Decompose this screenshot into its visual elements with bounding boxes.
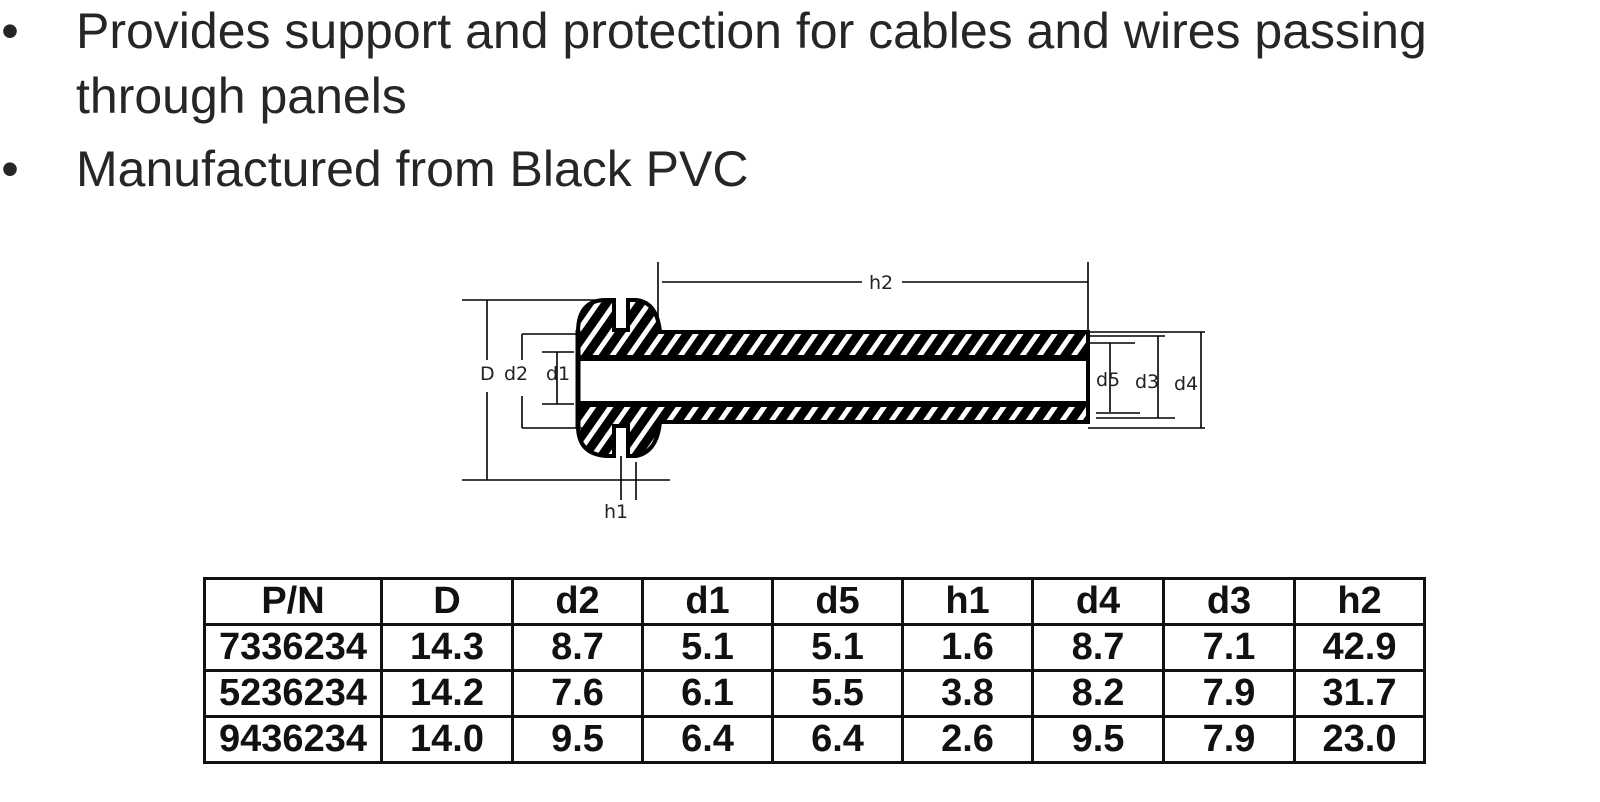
grommet-cross-section-diagram: D d2 d1 h1 h2 d5 d3 d4 [462,262,1205,523]
header-h1: h1 [901,577,1034,626]
cell-d1: 6.1 [641,669,774,718]
cell-d3: 7.9 [1162,715,1296,764]
cell-pn: 7336234 [203,623,383,672]
cell-d4: 8.2 [1031,669,1165,718]
label-D: D [480,363,495,385]
table-row: 5236234 14.2 7.6 6.1 5.5 3.8 8.2 7.9 31.… [203,669,1426,718]
cell-pn: 9436234 [203,715,383,764]
bullet-text: Manufactured from Black PVC [76,141,749,197]
cell-d2: 7.6 [511,669,644,718]
grommet-body [575,298,1090,458]
bullet-marker: • [1,141,19,197]
table-row: 7336234 14.3 8.7 5.1 5.1 1.6 8.7 7.1 42.… [203,623,1426,672]
cell-d5: 5.5 [771,669,904,718]
cell-h2: 42.9 [1293,623,1426,672]
header-D: D [380,577,514,626]
cell-h1: 3.8 [901,669,1034,718]
cell-h2: 23.0 [1293,715,1426,764]
cell-D: 14.2 [380,669,514,718]
header-pn: P/N [203,577,383,626]
label-d3: d3 [1135,371,1159,393]
label-d4: d4 [1174,373,1198,395]
cell-d3: 7.9 [1162,669,1296,718]
bullet-marker: • [1,3,19,59]
cell-h1: 1.6 [901,623,1034,672]
cell-d1: 5.1 [641,623,774,672]
header-d5: d5 [771,577,904,626]
cell-d3: 7.1 [1162,623,1296,672]
cell-d5: 5.1 [771,623,904,672]
dimensions-table: P/N D d2 d1 d5 h1 d4 d3 h2 7336234 14.3 … [203,577,1426,764]
cell-d4: 9.5 [1031,715,1165,764]
cell-d5: 6.4 [771,715,904,764]
cell-d2: 8.7 [511,623,644,672]
label-h1: h1 [604,501,628,523]
table-header-row: P/N D d2 d1 d5 h1 d4 d3 h2 [203,577,1426,626]
header-d3: d3 [1162,577,1296,626]
label-h2: h2 [869,272,893,294]
cell-pn: 5236234 [203,669,383,718]
bullet-text: Provides support and protection for cabl… [76,3,1427,59]
header-d2: d2 [511,577,644,626]
cell-D: 14.3 [380,623,514,672]
header-d4: d4 [1031,577,1165,626]
cell-h1: 2.6 [901,715,1034,764]
label-d2: d2 [504,363,528,385]
cell-h2: 31.7 [1293,669,1426,718]
cell-D: 14.0 [380,715,514,764]
header-h2: h2 [1293,577,1426,626]
cell-d4: 8.7 [1031,623,1165,672]
cell-d1: 6.4 [641,715,774,764]
header-d1: d1 [641,577,774,626]
cell-d2: 9.5 [511,715,644,764]
table-row: 9436234 14.0 9.5 6.4 6.4 2.6 9.5 7.9 23.… [203,715,1426,764]
bullet-text: through panels [76,68,407,124]
dimension-lines [462,262,1205,500]
label-d5: d5 [1096,369,1120,391]
label-d1: d1 [546,363,570,385]
